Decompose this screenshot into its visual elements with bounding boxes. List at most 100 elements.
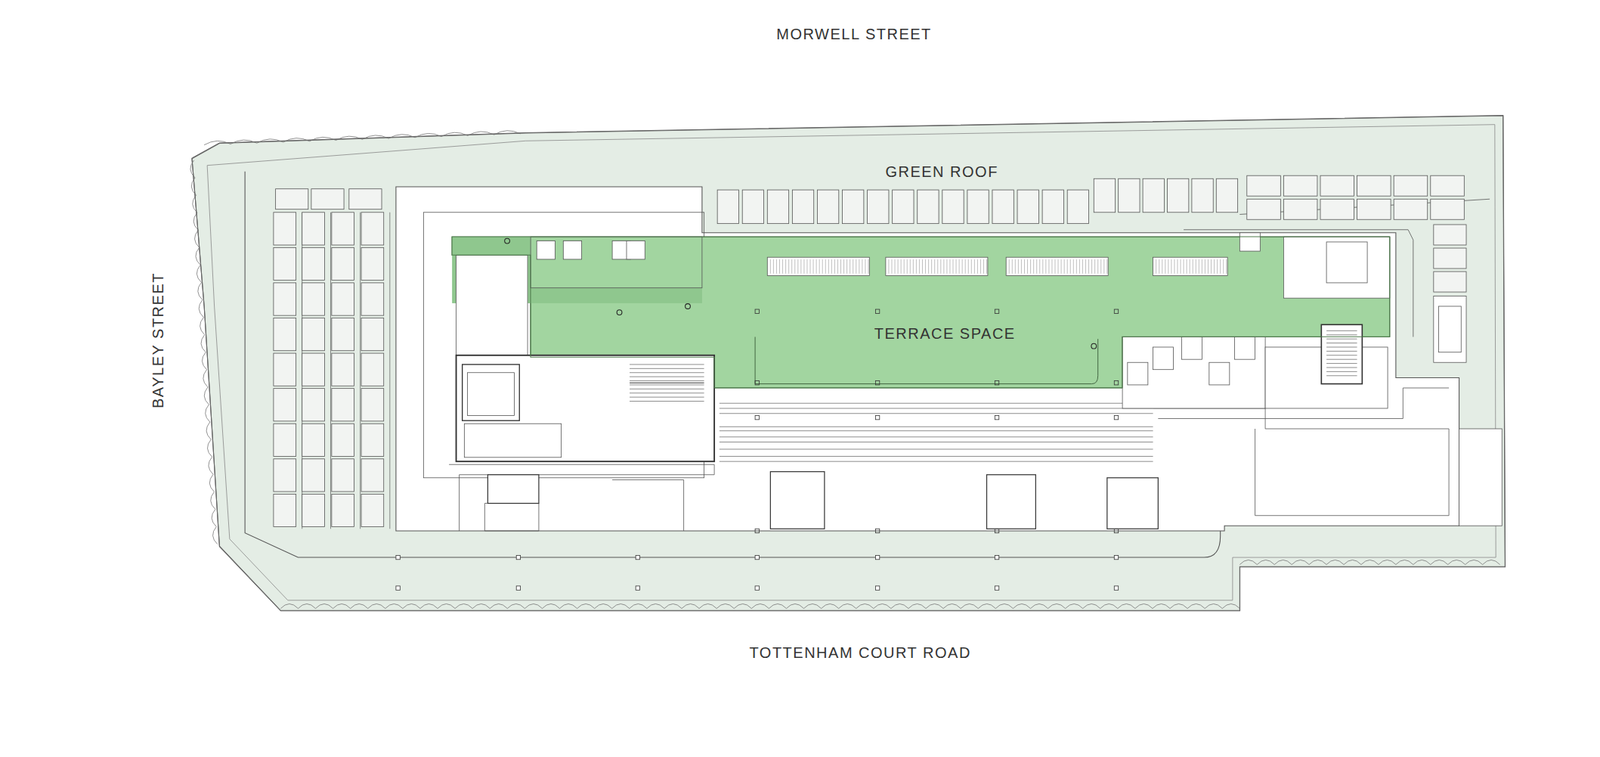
bench-hatch — [919, 259, 920, 274]
bench-hatch — [864, 259, 866, 274]
solar-panel — [717, 189, 739, 224]
bench-hatch — [952, 259, 954, 274]
street-name-holder: TOTTENHAM COURT ROAD — [748, 643, 971, 662]
region-outline — [451, 236, 1390, 388]
bench-hatch — [1088, 259, 1090, 274]
solar-panel — [302, 423, 325, 456]
bench-hatch — [1180, 259, 1182, 274]
plant-unit — [1127, 362, 1149, 385]
solar-panel — [1433, 247, 1467, 269]
plant-unit — [770, 471, 825, 530]
bench-hatch — [828, 259, 830, 274]
stair-tread — [1326, 371, 1357, 372]
bench-hatch — [925, 259, 926, 274]
stair-tread — [629, 383, 705, 385]
solar-panel — [1433, 224, 1467, 245]
plant-unit — [1153, 346, 1174, 370]
bench-hatch — [1073, 259, 1074, 274]
stair-tread — [1326, 330, 1357, 332]
column-mark — [875, 585, 879, 590]
bench-hatch — [1091, 259, 1093, 274]
bench-hatch — [867, 259, 869, 274]
bench-hatch — [928, 259, 929, 274]
bench-hatch — [1106, 259, 1108, 274]
solar-panel — [361, 282, 384, 316]
solar-panel — [331, 247, 355, 280]
bench-hatch — [794, 259, 796, 274]
bench-hatch — [1051, 259, 1053, 274]
stair-tread — [629, 368, 705, 369]
solar-panel — [331, 212, 355, 245]
bench-hatch — [940, 259, 941, 274]
stair-tread — [1326, 362, 1357, 364]
bench-hatch — [800, 259, 802, 274]
solar-panel — [302, 282, 325, 316]
bench-hatch — [1186, 259, 1188, 274]
solar-panel — [302, 247, 325, 280]
lift-car — [467, 372, 514, 416]
bench-hatch — [819, 259, 821, 274]
stair-tread — [629, 392, 705, 394]
solar-panel — [917, 189, 939, 224]
bench-hatch — [903, 259, 905, 274]
solar-panel — [349, 188, 382, 210]
solar-panel — [1357, 175, 1392, 196]
bench-rail — [1153, 256, 1229, 276]
solar-panel — [742, 189, 764, 224]
bench-hatch — [843, 259, 845, 274]
column-mark — [994, 309, 999, 313]
bench-hatch — [1213, 259, 1215, 274]
bench-hatch — [1161, 259, 1163, 274]
solar-panel — [1320, 198, 1355, 220]
bench-hatch — [1103, 259, 1105, 274]
bench-rail — [767, 256, 870, 276]
column-mark — [875, 554, 879, 559]
bench-hatch — [776, 259, 777, 274]
bench-hatch — [791, 259, 793, 274]
bench-hatch — [943, 259, 944, 274]
column-mark — [635, 554, 640, 559]
stair-tread — [1326, 338, 1357, 340]
pipe-run — [719, 412, 1154, 414]
column-mark — [875, 528, 879, 533]
bench-hatch — [980, 259, 982, 274]
column-mark — [755, 309, 759, 313]
bench-hatch — [1167, 259, 1169, 274]
drain-symbol — [504, 238, 511, 244]
bench-hatch — [949, 259, 951, 274]
column-mark — [875, 380, 879, 385]
bench-hatch — [906, 259, 908, 274]
bench-hatch — [1183, 259, 1185, 274]
bench-hatch — [806, 259, 808, 274]
plant-unit — [987, 474, 1037, 530]
bench-hatch — [846, 259, 848, 274]
bench-hatch — [840, 259, 842, 274]
solar-panel — [361, 352, 384, 386]
bench-hatch — [1021, 259, 1022, 274]
solar-panel — [892, 189, 914, 224]
pipe-run — [719, 430, 1154, 431]
solar-panel — [273, 212, 297, 245]
solar-panel — [273, 247, 297, 280]
fan-unit — [1326, 241, 1368, 283]
stair-landing — [629, 382, 705, 384]
bench-hatch — [1033, 259, 1034, 274]
solar-panel — [1067, 189, 1089, 224]
region-outline — [191, 115, 1506, 611]
region-outline — [191, 115, 1506, 611]
bench-hatch — [916, 259, 917, 274]
text-holder: GREEN ROOF — [885, 162, 998, 181]
bench-hatch — [1210, 259, 1212, 274]
bench-hatch — [1067, 259, 1068, 274]
stair-tread — [1326, 366, 1357, 368]
bench-hatch — [1170, 259, 1172, 274]
bench-hatch — [1216, 259, 1218, 274]
fan-unit — [1239, 232, 1260, 251]
bench-hatch — [788, 259, 790, 274]
pipe-run — [1183, 229, 1414, 338]
solar-panel — [302, 352, 325, 386]
solar-panel — [1118, 178, 1140, 213]
stair-tread — [629, 363, 705, 365]
bench-hatch — [837, 259, 839, 274]
